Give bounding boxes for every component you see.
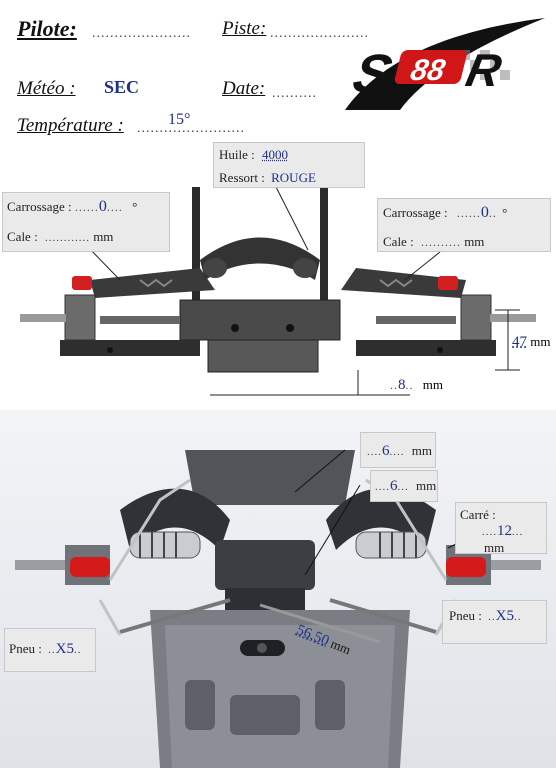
pneu-right-label: Pneu : — [449, 608, 482, 623]
piste-field[interactable]: ...................... — [270, 26, 369, 41]
top-gap-box-2: ....6... mm — [370, 470, 438, 502]
left-cale-label: Cale : — [7, 229, 38, 244]
carre-value[interactable]: 12 — [497, 523, 512, 539]
top-gap-value-1[interactable]: 6 — [382, 443, 390, 459]
pneu-right-box: Pneu : ..X5.. — [442, 600, 547, 644]
date-label: Date: — [222, 78, 266, 99]
top-gap-value-2[interactable]: 6 — [390, 478, 398, 494]
top-gap-box-1: ....6.... mm — [360, 432, 436, 468]
carre-box: Carré : ....12... mm — [455, 502, 547, 555]
date-field[interactable]: .......... — [272, 86, 317, 101]
temperature-dots: ........................ — [137, 121, 245, 136]
piste-label: Piste: — [222, 18, 267, 39]
carre-label: Carré : — [460, 507, 496, 522]
ground-dots-2: .. — [405, 378, 414, 392]
pneu-left-box: Pneu : ..X5.. — [4, 628, 96, 672]
huile-ressort-box: Huile : 4000 Ressort : ROUGE — [213, 142, 365, 188]
right-carrossage-dots: ...... — [456, 206, 481, 220]
huile-value[interactable]: 4000 — [262, 147, 288, 162]
right-carrossage-value[interactable]: 0 — [480, 204, 489, 221]
ride-height-unit: mm — [530, 334, 551, 349]
right-camber-box: Carrossage : ......0.. ° Cale : ........… — [377, 198, 551, 252]
ground-clearance-readout: ..8.. mm — [390, 377, 443, 394]
left-camber-box: Carrossage : ......0.... ° Cale : ......… — [2, 192, 170, 252]
right-cale-field[interactable]: .......... — [420, 235, 461, 249]
ressort-value[interactable]: ROUGE — [271, 170, 316, 185]
left-carrossage-dots: ...... — [74, 200, 99, 214]
left-carrossage-unit: ° — [132, 199, 138, 214]
ground-clearance-value[interactable]: 8 — [398, 377, 406, 393]
top-view-photo: ....6.... mm ....6... mm Carré : ....12.… — [0, 410, 556, 768]
pilote-field[interactable]: ...................... — [92, 26, 191, 41]
svg-text:88: 88 — [408, 54, 448, 87]
right-cale-label: Cale : — [383, 234, 414, 249]
pneu-left-label: Pneu : — [9, 641, 42, 656]
left-carrossage-label: Carrossage : — [7, 199, 72, 214]
top-view-chassis — [15, 449, 541, 768]
ride-height-readout: 47 mm — [512, 334, 550, 351]
s88r-logo: S 88 R — [345, 18, 545, 110]
meteo-value[interactable]: SEC — [104, 77, 140, 97]
temperature-label: Température : — [17, 115, 124, 136]
pneu-right-value[interactable]: X5 — [495, 608, 514, 624]
ressort-label: Ressort : — [219, 170, 265, 185]
right-cale-unit: mm — [464, 234, 485, 249]
meteo-label: Météo : — [17, 78, 76, 99]
ground-clearance-unit: mm — [422, 377, 443, 392]
right-carrossage-unit: ° — [502, 205, 508, 220]
left-cale-field[interactable]: ............ — [44, 232, 90, 244]
top-gap-unit-1: mm — [411, 443, 432, 458]
ride-height-value[interactable]: 47 — [512, 334, 527, 350]
right-carrossage-label: Carrossage : — [383, 205, 448, 220]
top-gap-unit-2: mm — [416, 478, 437, 493]
front-view-chassis — [20, 184, 536, 396]
carre-unit: mm — [484, 540, 505, 555]
left-carrossage-value[interactable]: 0 — [98, 198, 107, 215]
left-cale-unit: mm — [93, 229, 114, 244]
pneu-left-value[interactable]: X5 — [55, 641, 74, 657]
huile-label: Huile : — [219, 147, 255, 162]
pilote-label: Pilote: — [17, 16, 77, 41]
temperature-value[interactable]: 15° — [168, 111, 191, 128]
ground-dots: .. — [390, 378, 398, 392]
